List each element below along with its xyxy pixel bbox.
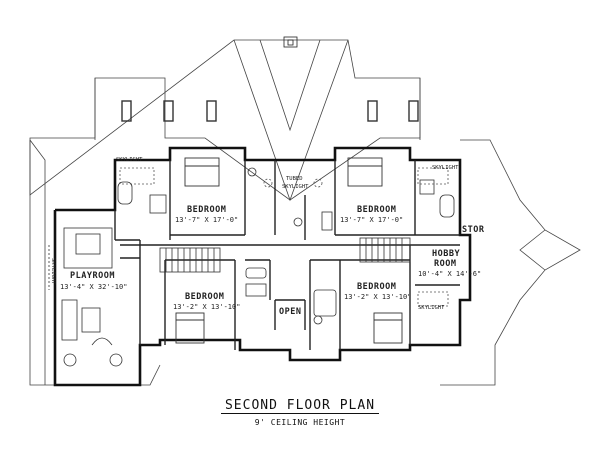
- hobby-room-name-1: HOBBY: [432, 249, 460, 259]
- skylight-note-se: SKYLIGHT: [418, 305, 445, 311]
- skylight-note-w: SKYLIGHT: [50, 258, 56, 285]
- bath-fixtures: [117, 167, 455, 325]
- bedroom-nw-dims: 13'-7" X 17'-0": [175, 216, 238, 224]
- tubed-skylight-note-1: TUBED: [286, 176, 303, 182]
- bedroom-se-name: BEDROOM: [357, 282, 396, 292]
- bedroom-ne-dims: 13'-7" X 17'-0": [340, 216, 403, 224]
- beds: [175, 157, 403, 344]
- hobby-room-dims: 10'-4" X 14'-6": [418, 270, 481, 278]
- stairs-west: [159, 247, 221, 273]
- open-label: OPEN: [279, 307, 301, 317]
- plan-title-text: SECOND FLOOR PLAN: [220, 398, 380, 414]
- exterior-walls: [53, 146, 472, 387]
- stairs-east: [359, 237, 411, 263]
- plan-title: SECOND FLOOR PLAN: [0, 398, 600, 414]
- roof-outline: [29, 39, 581, 386]
- bedroom-ne-name: BEDROOM: [357, 205, 396, 215]
- chimney: [283, 36, 298, 48]
- playroom-name: PLAYROOM: [70, 271, 115, 281]
- bedroom-se-dims: 13'-2" X 13'-10": [344, 293, 411, 301]
- bedroom-sw-name: BEDROOM: [185, 292, 224, 302]
- playroom-dims: 13'-4" X 32'-10": [60, 283, 127, 291]
- hobby-room-name-2: ROOM: [434, 259, 456, 269]
- interior-walls: [114, 160, 460, 350]
- bedroom-nw-name: BEDROOM: [187, 205, 226, 215]
- skylight-note-ne: SKYLIGHT: [432, 165, 459, 171]
- plan-subtitle: 9' CEILING HEIGHT: [254, 418, 346, 427]
- dormer-windows: [121, 100, 419, 122]
- stor-label: STOR: [462, 225, 485, 235]
- playroom-furniture: [48, 227, 123, 367]
- tubed-skylight-note-2: SKYLIGHT: [282, 184, 309, 190]
- bedroom-sw-dims: 13'-2" X 13'-10": [173, 303, 240, 311]
- skylight-marks: [119, 167, 449, 307]
- skylight-note-nw: SKYLIGHT: [116, 157, 143, 163]
